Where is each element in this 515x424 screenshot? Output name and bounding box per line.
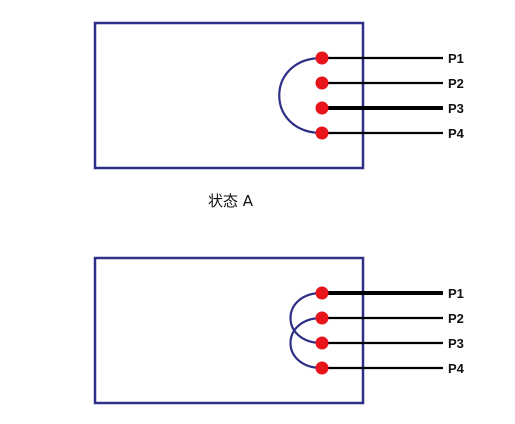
state-b-label-p2: P2 (448, 311, 464, 326)
state-b-box (93, 256, 365, 405)
state-a-diagram: P1 P2 P3 P4 (93, 21, 465, 170)
state-a-jumper-p1-p4 (278, 56, 323, 135)
state-b-label-p1: P1 (448, 286, 464, 301)
state-a-terminal-p2 (315, 76, 329, 90)
state-b-terminal-p3 (315, 336, 329, 350)
state-b-diagram: P1 P2 P3 P4 (93, 256, 465, 405)
state-a-terminal-p1 (315, 51, 329, 65)
state-a-label-p2: P2 (448, 76, 464, 91)
state-b-label-p3: P3 (448, 336, 464, 351)
state-b-terminal-p2 (315, 311, 329, 325)
state-b-terminal-p1 (315, 286, 329, 300)
state-a-caption: 状态 A (208, 192, 254, 210)
state-a-terminal-p3 (315, 101, 329, 115)
state-a-box (93, 21, 365, 170)
state-a-label-p1: P1 (448, 51, 464, 66)
state-b-jumper-p2-p4 (289, 316, 323, 370)
state-a-label-p4: P4 (448, 126, 465, 141)
state-a-terminal-p4 (315, 126, 329, 140)
state-b-jumper-p1-p3 (289, 291, 323, 345)
state-b-label-p4: P4 (448, 361, 465, 376)
state-b-terminal-p4 (315, 361, 329, 375)
state-a-label-p3: P3 (448, 101, 464, 116)
